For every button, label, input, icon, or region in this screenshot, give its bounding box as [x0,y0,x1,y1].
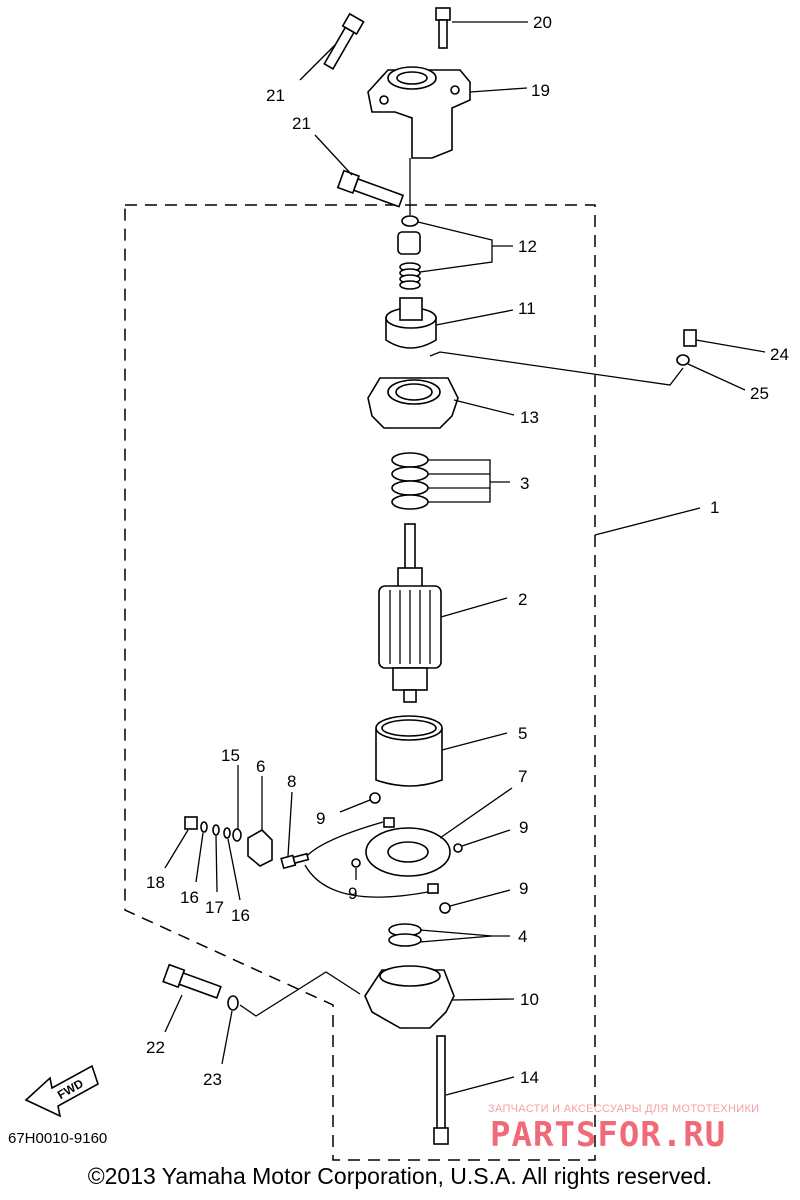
bracket-19 [367,66,471,159]
insulator-6 [247,829,273,867]
callout-9: 9 [316,809,325,828]
callout-16: 16 [180,888,199,907]
callout-8: 8 [287,772,296,791]
washer-15 [232,828,242,842]
callout-7: 7 [518,767,527,786]
callout-5: 5 [518,724,527,743]
washer-12 [401,215,419,227]
callout-21: 21 [266,86,285,105]
diagram-code: 67H0010-9160 [8,1130,108,1147]
callout-1: 1 [710,498,719,517]
callout-13: 13 [520,408,539,427]
end-cover-10 [364,965,455,1029]
callout-16: 16 [231,906,250,925]
yoke-5 [375,715,443,787]
collar-12 [397,231,421,255]
callout-3: 3 [520,474,529,493]
callout-22: 22 [146,1038,165,1057]
callout-21: 21 [292,114,311,133]
callout-19: 19 [531,81,550,100]
assembly-boundary [124,204,596,1161]
callout-11: 11 [518,299,536,318]
callout-18: 18 [146,873,165,892]
washer-25 [676,354,690,366]
callout-9: 9 [348,884,357,903]
washer-16b [223,827,231,839]
callout-14: 14 [520,1068,539,1087]
screw-24 [683,329,697,347]
callout-6: 6 [256,757,265,776]
terminal-9c [351,858,361,868]
terminal-9b [453,843,463,853]
copyright-notice: ©2013 Yamaha Motor Corporation, U.S.A. A… [87,1163,713,1189]
leader-lines [164,21,766,1096]
callout-9: 9 [519,818,528,837]
pinion-11 [385,297,437,349]
terminal-9a [369,792,381,804]
callout-9: 9 [519,879,528,898]
bolt-21-top [323,12,365,70]
fwd-arrow-icon: FWD [24,1064,99,1118]
washers-4 [388,923,422,947]
callout-10: 10 [520,990,539,1009]
bolt-21-lower [336,169,405,208]
watermark-tagline: ЗАПЧАСТИ И АКСЕССУАРЫ ДЛЯ МОТОТЕХНИКИ [488,1103,760,1115]
callout-12: 12 [518,237,537,256]
watermark-logo: PARTSFOR.RU [490,1115,727,1155]
callout-25: 25 [750,384,769,403]
brush-holder-7 [304,817,451,898]
callout-4: 4 [518,927,527,946]
bolt-22 [162,963,222,999]
washer-16a [200,821,208,833]
callout-23: 23 [203,1070,222,1089]
terminal-bolt-8 [280,852,310,870]
through-bolt-14 [433,1035,449,1145]
bolt-20 [435,7,451,49]
callout-24: 24 [770,345,789,364]
callout-20: 20 [533,13,552,32]
spring-12 [399,262,421,290]
terminal-9d [439,902,451,914]
lock-washer-17 [212,824,220,836]
housing-13 [367,377,459,429]
washer-23 [227,995,239,1011]
washers-3 [391,452,429,510]
callout-2: 2 [518,590,527,609]
callout-15: 15 [221,746,240,765]
armature-2 [378,523,442,703]
nut-18 [184,816,198,830]
callout-17: 17 [205,898,224,917]
